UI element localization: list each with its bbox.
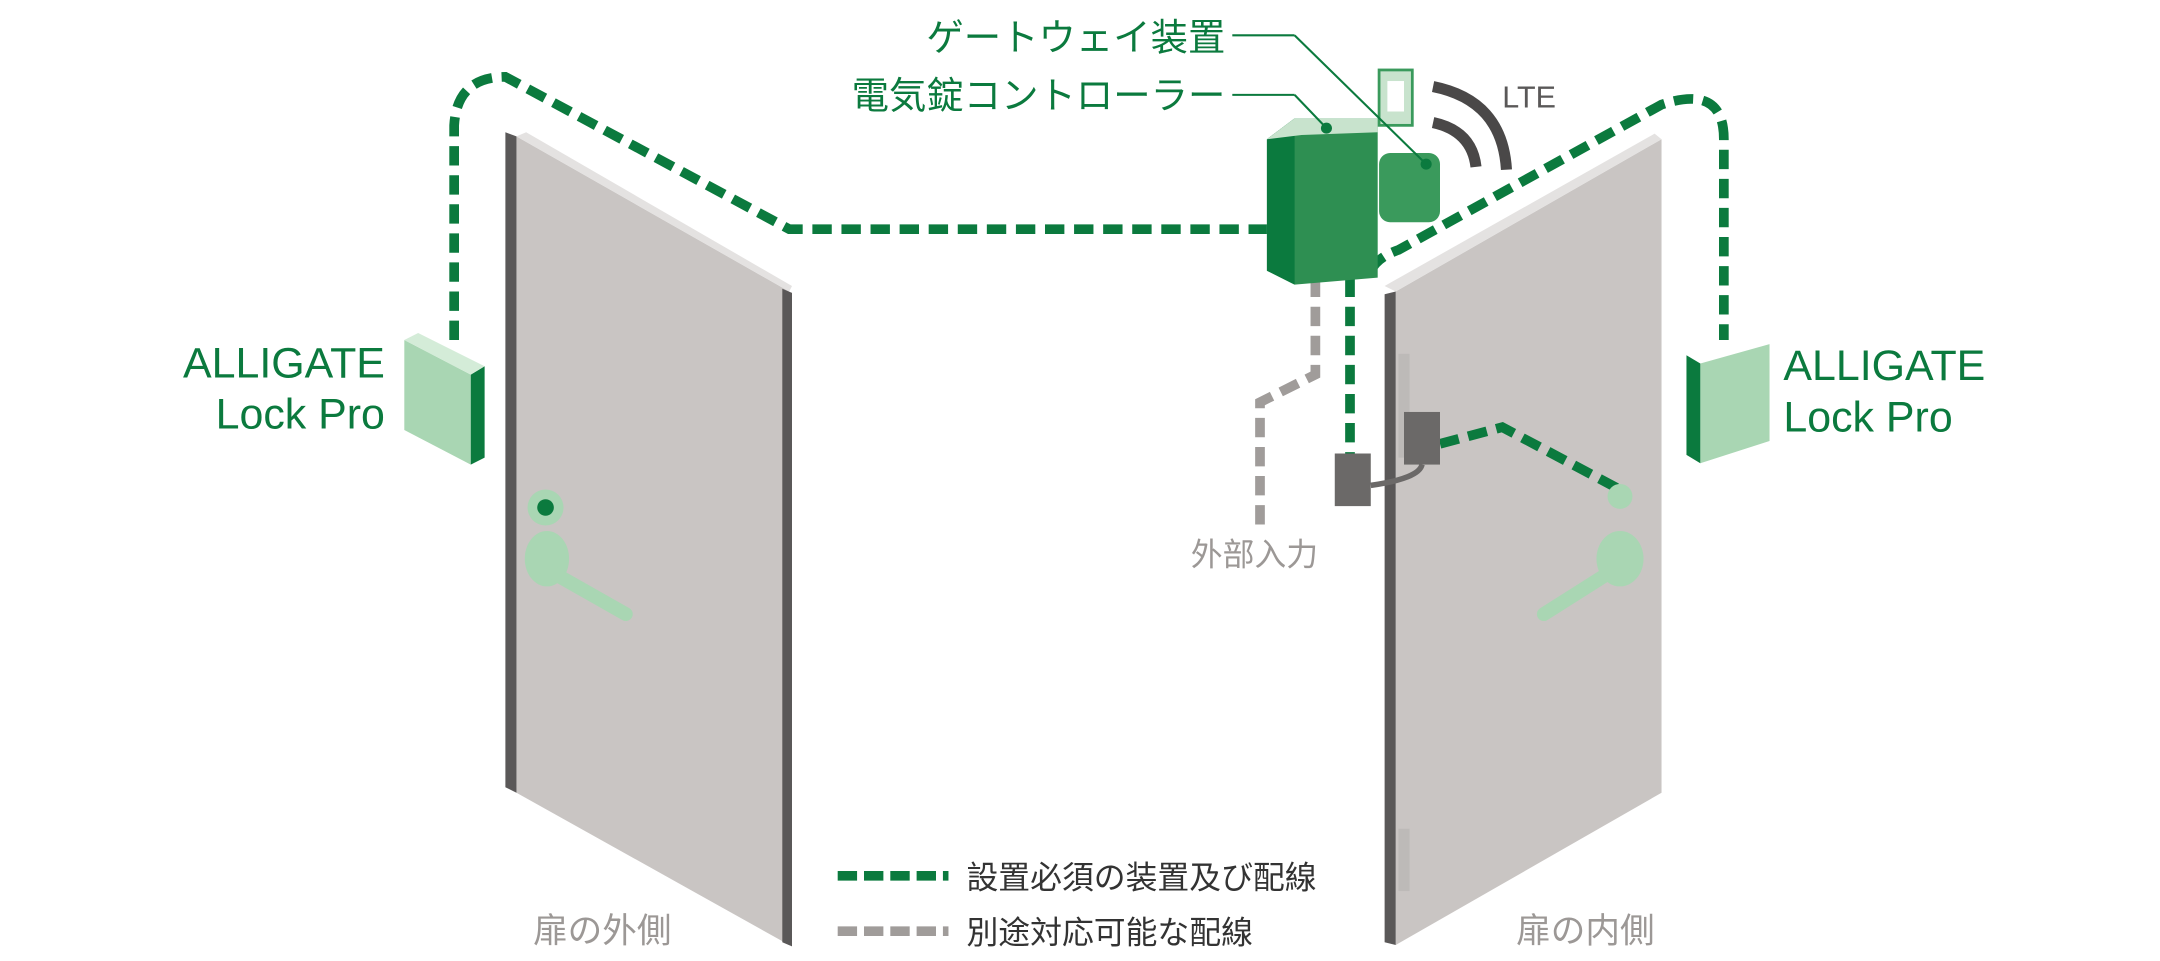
gateway-label: ゲートウェイ装置 [926,16,1225,60]
outside-label: 扉の外側 [533,911,671,951]
external-input-label: 外部入力 [1191,536,1318,574]
electric-lock-controller [1266,118,1378,285]
left-keypad [404,333,485,465]
legend-optional-label: 別途対応可能な配線 [966,914,1252,952]
inside-label: 扉の内側 [1516,911,1654,951]
controller-label: 電気錠コントローラー [852,74,1226,118]
lock-box-door [1404,411,1440,465]
inside-handle [1536,483,1644,622]
left-keypad-model: Lock Pro [216,391,385,439]
right-keypad-name: ALLIGATE [1783,342,1985,390]
inside-door [1384,133,1662,946]
lte-label: LTE [1502,80,1556,114]
lte-signal-icon [1431,81,1512,171]
hinge-top [1398,353,1410,458]
hinge-bottom [1398,828,1410,892]
lock-box-frame [1334,453,1371,507]
gateway-device [1379,153,1440,223]
required-wiring [449,72,1729,493]
outside-handle [524,489,633,622]
legend: 設置必須の装置及び配線 別途対応可能な配線 [837,858,1317,952]
right-keypad [1686,344,1770,464]
optional-wiring [1255,277,1321,530]
power-outlet [1377,68,1414,127]
left-keypad-name: ALLIGATE [183,339,385,387]
right-keypad-model: Lock Pro [1783,393,1952,441]
legend-required-label: 設置必須の装置及び配線 [966,858,1316,896]
outside-door [505,132,792,947]
